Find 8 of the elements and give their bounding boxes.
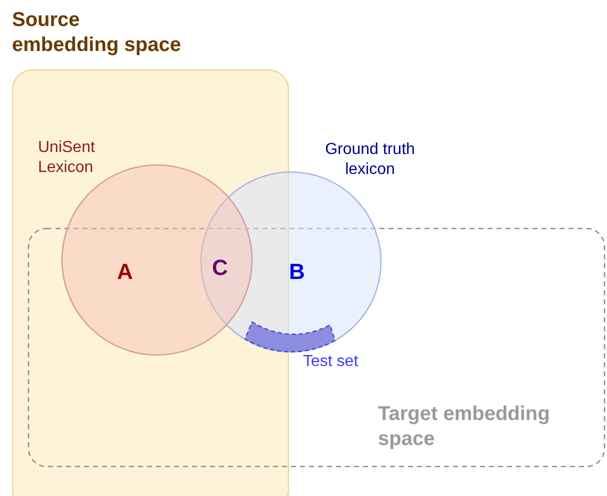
set-label: Ground truth lexicon <box>324 140 416 180</box>
region-heading: Source embedding space <box>12 8 182 58</box>
region-letter: A <box>117 258 134 286</box>
set-label: UniSent Lexicon <box>38 138 96 178</box>
set-label: Test set <box>303 352 360 372</box>
region-letter: C <box>212 254 229 282</box>
region-letter: B <box>289 258 306 286</box>
region-heading: Target embedding space <box>378 402 550 452</box>
